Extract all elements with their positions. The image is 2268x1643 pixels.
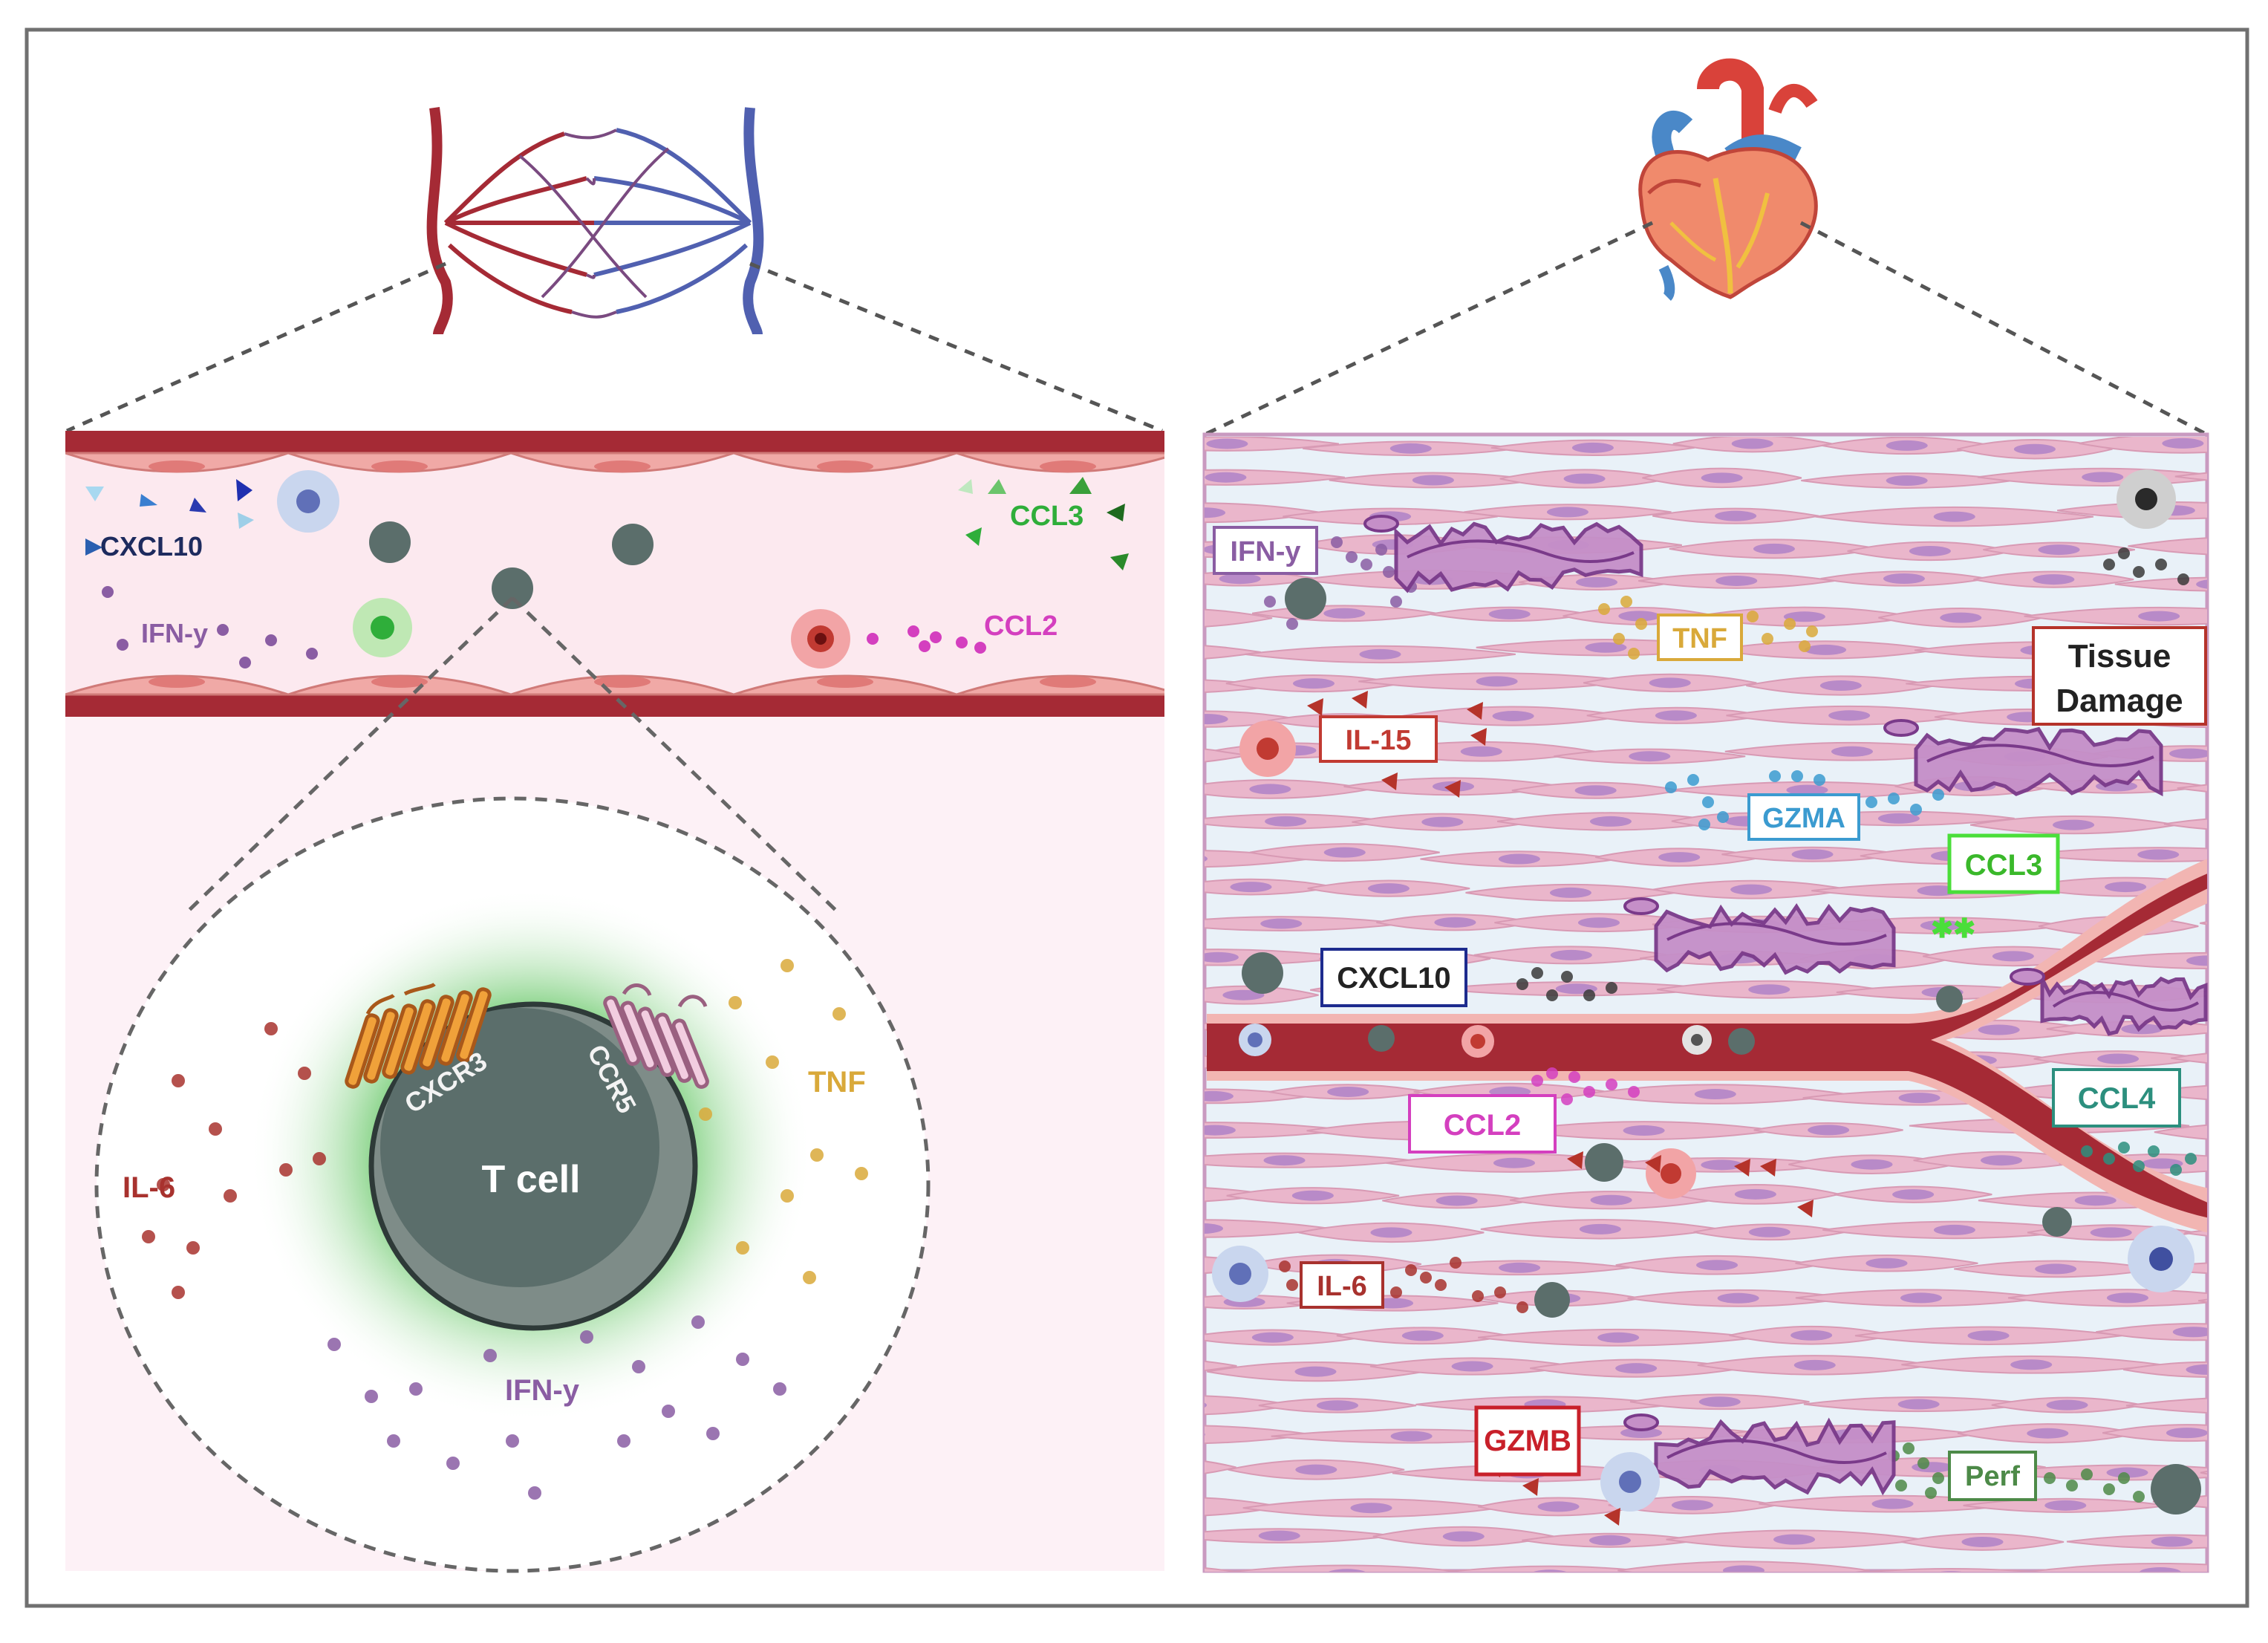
ccl3-markers <box>958 477 1129 570</box>
svg-text:CXCL10: CXCL10 <box>1337 962 1450 995</box>
cxcl10-markers <box>85 479 254 556</box>
label-box-gzma: GZMA <box>1747 793 1860 841</box>
label-box-il-15: IL-15 <box>1319 715 1438 763</box>
svg-text:CCL3: CCL3 <box>1965 849 2042 882</box>
zoom-lines-left <box>65 261 1163 433</box>
label-box-ifn-y: IFN-y <box>1213 526 1318 575</box>
label-box-ccl4: CCL4 <box>2052 1068 2181 1128</box>
svg-text:IFN-y: IFN-y <box>1231 536 1301 567</box>
label-box-ccl3: CCL3 <box>1947 833 2060 894</box>
svg-text:Damage: Damage <box>2056 683 2183 719</box>
t-cell <box>369 521 411 563</box>
svg-text:CCL4: CCL4 <box>2078 1082 2156 1115</box>
svg-text:CCL2: CCL2 <box>1444 1109 1521 1142</box>
label-box-perf: Perf <box>1948 1451 2037 1501</box>
svg-text:Perf: Perf <box>1965 1461 2020 1492</box>
label-ifn-y: IFN-y <box>141 618 208 648</box>
label-box-ccl2: CCL2 <box>1408 1094 1557 1154</box>
label-box-cxcl10: CXCL10 <box>1320 948 1467 1007</box>
svg-text:TNF: TNF <box>1672 623 1727 654</box>
svg-text:IL-6: IL-6 <box>1317 1271 1367 1302</box>
blood-vessel-section: CXCL10 CCL3 IFN-y CCL2 <box>65 431 1164 717</box>
cxcr3-receptor <box>345 982 492 1089</box>
label-box-gzmb: GZMB <box>1474 1405 1581 1477</box>
svg-text:IL-15: IL-15 <box>1346 725 1412 756</box>
label-ifn-y-tcell: IFN-y <box>505 1374 580 1407</box>
label-ccl3: CCL3 <box>1010 501 1084 532</box>
label-cxcl10: CXCL10 <box>100 531 203 562</box>
label-tnf: TNF <box>808 1066 866 1099</box>
label-box-tissue-damage: Tissue Damage <box>2032 626 2207 726</box>
heart-icon <box>1638 58 1818 301</box>
svg-text:✱✱: ✱✱ <box>1931 913 1975 943</box>
t-cell <box>492 567 533 609</box>
svg-text:GZMA: GZMA <box>1762 803 1845 834</box>
label-ccl2: CCL2 <box>984 611 1058 642</box>
ccr5-receptor <box>603 983 709 1089</box>
label-t-cell: T cell <box>482 1158 581 1201</box>
svg-text:GZMB: GZMB <box>1484 1425 1571 1457</box>
t-cell <box>612 524 654 565</box>
label-il-6: IL-6 <box>123 1171 175 1204</box>
zoom-lines-right <box>1203 221 2209 437</box>
heart-tissue-panel: ✱✱ IFN-y TNF Tissue Damage IL-15 GZMA CC… <box>1202 432 2209 1573</box>
label-box-il-6: IL-6 <box>1300 1261 1384 1309</box>
svg-text:Tissue: Tissue <box>2068 638 2171 674</box>
label-box-tnf: TNF <box>1657 614 1743 661</box>
capillary-bed-icon <box>426 107 764 336</box>
